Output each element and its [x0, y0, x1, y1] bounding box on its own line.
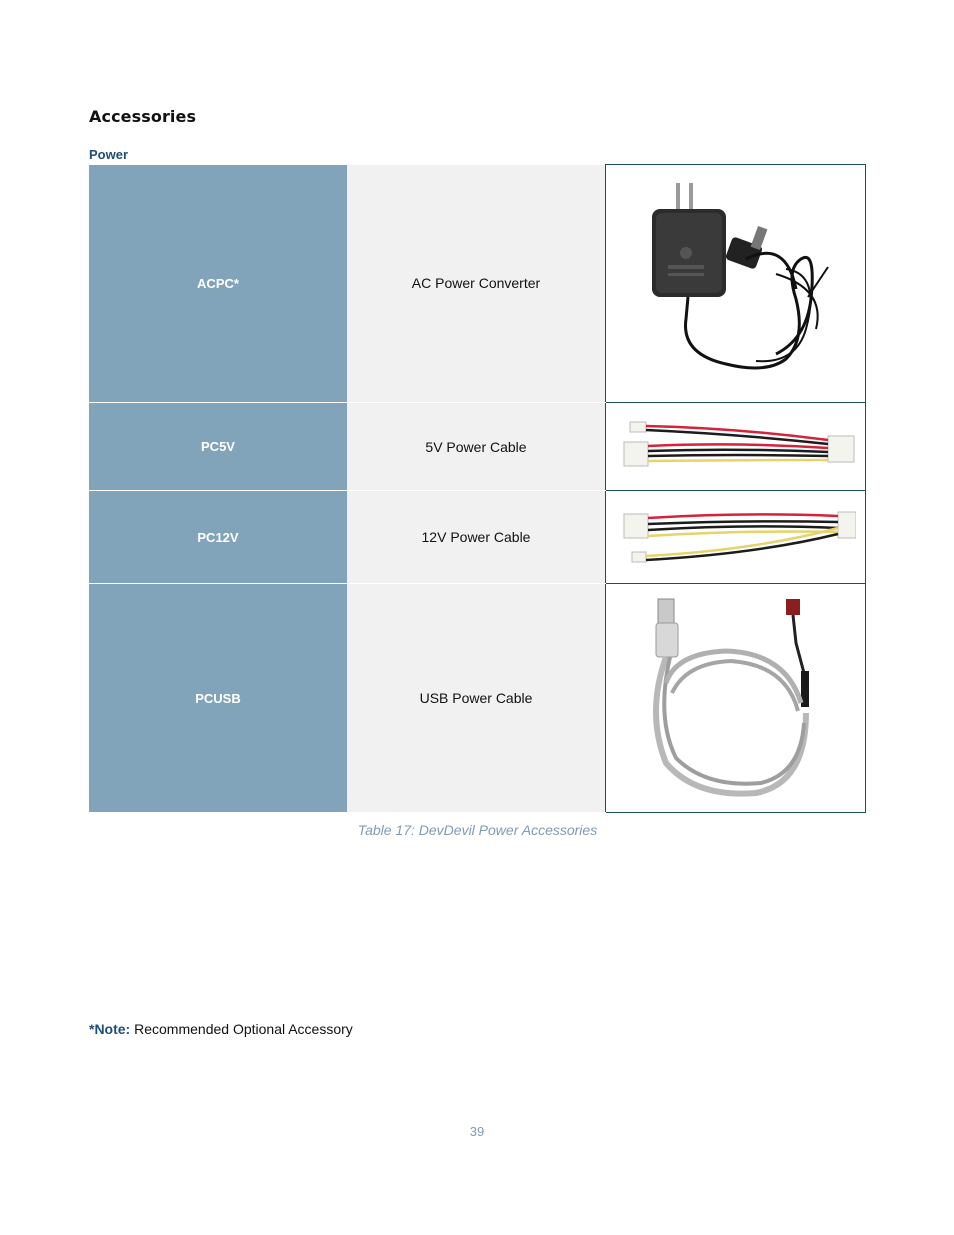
table-row: PCUSB USB Power Cable	[89, 583, 866, 813]
product-description: 12V Power Cable	[347, 490, 606, 584]
usb-power-cable-photo	[652, 598, 809, 797]
product-code: PCUSB	[89, 583, 347, 813]
product-description: 5V Power Cable	[347, 402, 606, 491]
table-row: PC12V 12V Power Cable	[89, 490, 866, 584]
5v-power-cable-photo	[623, 421, 854, 466]
power-accessories-table: ACPC* AC Power Converter	[89, 164, 866, 813]
table-caption: Table 17: DevDevil Power Accessories	[357, 822, 598, 838]
page-number: 39	[469, 1124, 485, 1139]
table-row: PC5V 5V Power Cable	[89, 402, 866, 491]
footnote: *Note: Recommended Optional Accessory	[89, 1021, 353, 1037]
product-code: PC12V	[89, 490, 347, 584]
table-row: ACPC* AC Power Converter	[89, 164, 866, 403]
product-description: AC Power Converter	[347, 164, 606, 403]
note-text: Recommended Optional Accessory	[130, 1021, 353, 1037]
product-code: ACPC*	[89, 164, 347, 403]
section-title: Accessories	[89, 107, 197, 126]
product-code: PC5V	[89, 402, 347, 491]
note-label: *Note:	[89, 1021, 131, 1037]
ac-power-adapter-photo	[635, 178, 836, 389]
subsection-title: Power	[89, 147, 129, 162]
product-description: USB Power Cable	[347, 583, 606, 813]
12v-power-cable-photo	[623, 511, 856, 563]
